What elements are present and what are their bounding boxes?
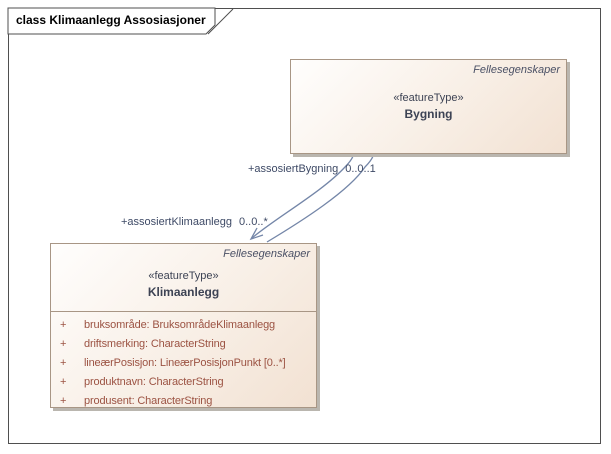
attribute-text: lineærPosisjon: LineærPosisjonPunkt [0..… xyxy=(84,357,286,369)
stereotype-label: «featureType» xyxy=(148,270,219,282)
attribute-row[interactable]: + bruksområde: BruksområdeKlimaanlegg xyxy=(51,316,316,335)
class-box-klimaanlegg[interactable]: Fellesegenskaper «featureType» Klimaanle… xyxy=(50,243,317,408)
class-name: Klimaanlegg xyxy=(147,285,220,299)
multiplicity: 0..0..* xyxy=(238,216,268,228)
association-label-klimaanlegg[interactable]: +assosiertKlimaanlegg 0..0..* xyxy=(121,216,268,228)
attribute-row[interactable]: + produsent: CharacterString xyxy=(51,392,316,411)
attribute-text: produsent: CharacterString xyxy=(84,395,213,407)
attribute-row[interactable]: + lineærPosisjon: LineærPosisjonPunkt [0… xyxy=(51,354,316,373)
attribute-list: + bruksområde: BruksområdeKlimaanlegg + … xyxy=(51,312,316,411)
attribute-text: produktnavn: CharacterString xyxy=(84,376,224,388)
multiplicity: 0..0..1 xyxy=(345,163,376,175)
frame-title: class Klimaanlegg Assosiasjoner xyxy=(16,13,206,27)
attribute-row[interactable]: + produktnavn: CharacterString xyxy=(51,373,316,392)
class-header: Fellesegenskaper «featureType» Klimaanle… xyxy=(51,244,316,312)
attribute-visibility: + xyxy=(60,319,67,331)
package-label: Fellesegenskaper xyxy=(473,64,560,76)
attribute-text: driftsmerking: CharacterString xyxy=(84,338,226,350)
attribute-visibility: + xyxy=(60,376,67,388)
attribute-visibility: + xyxy=(60,357,67,369)
role-name: +assosiertBygning xyxy=(248,163,339,175)
attribute-visibility: + xyxy=(60,338,67,350)
role-name: +assosiertKlimaanlegg xyxy=(121,216,232,228)
package-label: Fellesegenskaper xyxy=(223,248,310,260)
class-box-bygning[interactable]: Fellesegenskaper «featureType» Bygning xyxy=(290,59,567,154)
class-name: Bygning xyxy=(404,107,453,121)
diagram-frame xyxy=(8,8,601,444)
attribute-row[interactable]: + driftsmerking: CharacterString xyxy=(51,335,316,354)
attribute-text: bruksområde: BruksområdeKlimaanlegg xyxy=(84,319,276,331)
attribute-visibility: + xyxy=(60,395,67,407)
association-label-bygning[interactable]: +assosiertBygning 0..0..1 xyxy=(248,163,376,175)
stereotype-label: «featureType» xyxy=(393,92,464,104)
